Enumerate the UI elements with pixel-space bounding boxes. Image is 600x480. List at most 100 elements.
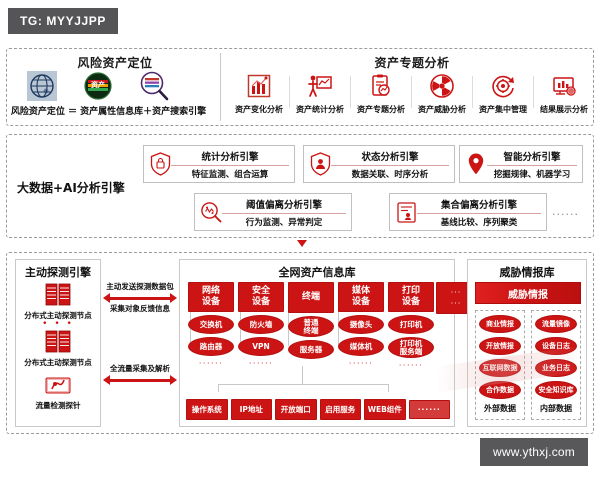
engine-subtitle: 挖掘规律、机器学习: [493, 169, 571, 180]
risk-icon-item[interactable]: [25, 69, 59, 103]
topic-icon-item-1[interactable]: 资产统计分析: [290, 69, 350, 115]
svg-text:资产: 资产: [91, 80, 105, 89]
global-asset-database-panel: 全网资产信息库 网络设备 交换机 路由器 ······ 安全设备: [179, 259, 476, 427]
topic-icon-item-2[interactable]: 资产专题分析: [351, 69, 411, 115]
clipboard-chart-icon: [364, 69, 398, 103]
external-data-item[interactable]: 商业情报: [479, 315, 521, 333]
probe-node-item-1[interactable]: 分布式主动探测节点: [16, 329, 100, 368]
external-data-item[interactable]: 合作数据: [479, 381, 521, 399]
engine-subtitle: 基线比较、序列聚类: [440, 217, 518, 228]
external-data-caption: 外部数据: [484, 404, 516, 413]
flow-arrow-down-icon: [297, 240, 307, 247]
probe-node-label: 流量检测探针: [35, 401, 81, 410]
shield-user-icon: [309, 152, 331, 176]
category-head-label: 媒体设备: [338, 282, 384, 312]
topic-icon-label: 资产专题分析: [357, 105, 405, 114]
topic-icon-item-5[interactable]: 结果展示分析: [534, 69, 594, 115]
chart-display-icon: [547, 69, 581, 103]
attribute-chip[interactable]: 启用服务: [319, 399, 361, 420]
asset-category-terminal[interactable]: 终端 普通终端 服务器: [288, 282, 334, 359]
risk-icon-item[interactable]: [137, 69, 171, 103]
engine-text: 阈值偏离分析引擎 行为监测、异常判定: [222, 197, 346, 228]
threat-intel-banner[interactable]: 威胁情报: [475, 282, 581, 304]
asset-category-security[interactable]: 安全设备 防火墙 VPN ······: [238, 282, 284, 368]
internal-data-item[interactable]: 业务日志: [535, 359, 577, 377]
asset-item[interactable]: 路由器: [188, 337, 234, 356]
topic-icon-item-3[interactable]: 资产威胁分析: [412, 69, 472, 115]
engine-intelligent[interactable]: 智能分析引擎 挖掘规律、机器学习: [459, 145, 583, 183]
ai-engine-label: 大数据+AI分析引擎: [17, 181, 125, 195]
icon-divider: [533, 76, 534, 108]
asset-item[interactable]: 防火墙: [238, 315, 284, 334]
collection-layer-band: 主动探测引擎 分布式主动探测节点 • • •: [6, 252, 594, 434]
topic-icon-label: 资产威胁分析: [418, 105, 466, 114]
tree-bus-line: [218, 384, 388, 385]
asset-item[interactable]: 服务器: [288, 340, 334, 359]
category-ellipsis: ······: [198, 359, 224, 368]
engine-title: 状态分析引擎: [331, 149, 449, 166]
probe-request-arrow-group: 主动发送探测数据包 采集对象反馈信息: [103, 281, 177, 314]
threat-panel-title: 威胁情报库: [499, 266, 555, 279]
id-card-icon: [395, 201, 417, 224]
bar-chart-trend-icon: [242, 69, 276, 103]
topic-icon-item-0[interactable]: 资产变化分析: [229, 69, 289, 115]
active-probe-engine-panel: 主动探测引擎 分布式主动探测节点 • • •: [15, 259, 101, 427]
internal-data-item[interactable]: 安全知识库: [535, 381, 577, 399]
external-data-item[interactable]: 开放情报: [479, 337, 521, 355]
icon-divider: [289, 76, 290, 108]
traffic-probe-icon: [45, 377, 71, 394]
asset-item[interactable]: VPN: [238, 337, 284, 356]
asset-category-printing[interactable]: 打印设备 打印机 打印机服务端 ······: [388, 282, 434, 370]
category-head-label: 终端: [288, 282, 334, 313]
asset-item[interactable]: 普通终端: [288, 316, 334, 337]
engine-set-deviation[interactable]: 集合偏离分析引擎 基线比较、序列聚类: [389, 193, 547, 231]
topic-icon-label: 资产变化分析: [235, 105, 283, 114]
internal-data-item[interactable]: 设备日志: [535, 337, 577, 355]
asset-topic-icon-strip: 资产变化分析 资产统计分析: [229, 69, 594, 115]
globe-grid-icon: [25, 69, 59, 103]
probe-node-item-0[interactable]: 分布式主动探测节点: [16, 282, 100, 321]
asset-topic-analysis-title: 资产专题分析: [374, 56, 450, 70]
biohazard-icon: [425, 69, 459, 103]
attribute-chip[interactable]: 操作系统: [186, 399, 228, 420]
asset-category-network[interactable]: 网络设备 交换机 路由器 ······: [188, 282, 234, 368]
tree-connector: [218, 384, 219, 392]
attribute-chip[interactable]: WEB组件: [364, 399, 406, 420]
server-rack-icon: [45, 283, 71, 306]
internal-data-caption: 内部数据: [540, 404, 572, 413]
probe-panel-title: 主动探测引擎: [25, 266, 91, 279]
engine-threshold-deviation[interactable]: 阈值偏离分析引擎 行为监测、异常判定: [194, 193, 352, 231]
icon-divider: [472, 76, 473, 108]
asset-category-media[interactable]: 媒体设备 摄像头 媒体机 ······: [338, 282, 384, 368]
risk-icon-item[interactable]: 资产: [81, 69, 115, 103]
topic-icon-item-4[interactable]: 资产集中管理: [473, 69, 533, 115]
tg-watermark: TG: MYYJJPP: [8, 8, 118, 34]
risk-asset-icon-strip: 资产: [25, 69, 171, 103]
attribute-chip-more[interactable]: ······: [408, 400, 450, 419]
attribute-chip[interactable]: IP地址: [230, 399, 272, 420]
internal-data-item[interactable]: 流量镜像: [535, 315, 577, 333]
engines-ellipsis: ......: [552, 205, 579, 218]
engine-text: 状态分析引擎 数据关联、时序分析: [331, 149, 449, 180]
asset-item[interactable]: 打印机服务端: [388, 337, 434, 358]
asset-item[interactable]: 交换机: [188, 315, 234, 334]
arrow-label: 全流量采集及解析: [110, 364, 170, 373]
engine-subtitle: 特征监测、组合运算: [191, 169, 269, 180]
internal-data-group: 流量镜像 设备日志 业务日志 安全知识库 内部数据: [531, 310, 581, 420]
asset-sphere-icon: 资产: [81, 69, 115, 103]
ai-engine-band: 大数据+AI分析引擎 统计分析引擎 特征监测、组合运算: [6, 134, 594, 238]
attribute-chip[interactable]: 开放端口: [275, 399, 317, 420]
external-data-item[interactable]: 互联网数据: [479, 359, 521, 377]
probe-node-item-2[interactable]: 流量检测探针: [16, 374, 100, 411]
asset-item[interactable]: 媒体机: [338, 337, 384, 356]
engine-statistics[interactable]: 统计分析引擎 特征监测、组合运算: [143, 145, 295, 183]
magnifier-list-icon: [137, 69, 171, 103]
category-ellipsis: ······: [248, 359, 274, 368]
category-head-label: 安全设备: [238, 282, 284, 312]
asset-item[interactable]: 打印机: [388, 315, 434, 334]
asset-item[interactable]: 摄像头: [338, 315, 384, 334]
icon-divider: [350, 76, 351, 108]
traffic-capture-arrow-group: 全流量采集及解析: [103, 363, 177, 385]
site-watermark: www.ythxj.com: [480, 438, 588, 466]
engine-status[interactable]: 状态分析引擎 数据关联、时序分析: [303, 145, 455, 183]
